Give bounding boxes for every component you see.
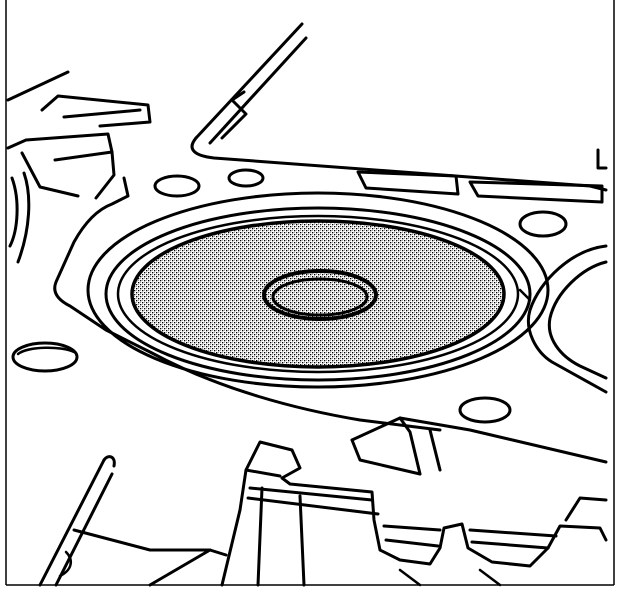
bolt-hole-2 [227,168,265,188]
lower-right-step [350,416,608,476]
slot-2 [468,180,604,204]
deck-slots [356,170,604,204]
bolt-hole-3 [518,210,568,238]
center-hole-outer [262,269,378,321]
bolt-hole-4 [458,396,512,424]
slot-1 [356,170,460,196]
highlighted-bore [130,219,506,369]
deck-holes [11,168,568,424]
upper-left-structure [6,70,152,264]
bore-rings [86,191,550,389]
center-hole-inner [271,277,369,317]
bolt-hole-5 [11,341,79,373]
bolt-hole-1 [153,174,201,198]
image-border [5,0,615,586]
cylinder-bore-highlight [130,219,506,369]
top-diagonal-rib [194,22,308,145]
middle-ring [104,206,532,382]
bolt-hole-5-lip [16,346,76,356]
inner-ring [116,214,520,374]
adjacent-bore [518,244,608,394]
bottom-flange [72,440,608,587]
outer-ring [86,191,550,389]
lower-left-rib [38,455,116,587]
gasket-body-outline [53,136,608,432]
